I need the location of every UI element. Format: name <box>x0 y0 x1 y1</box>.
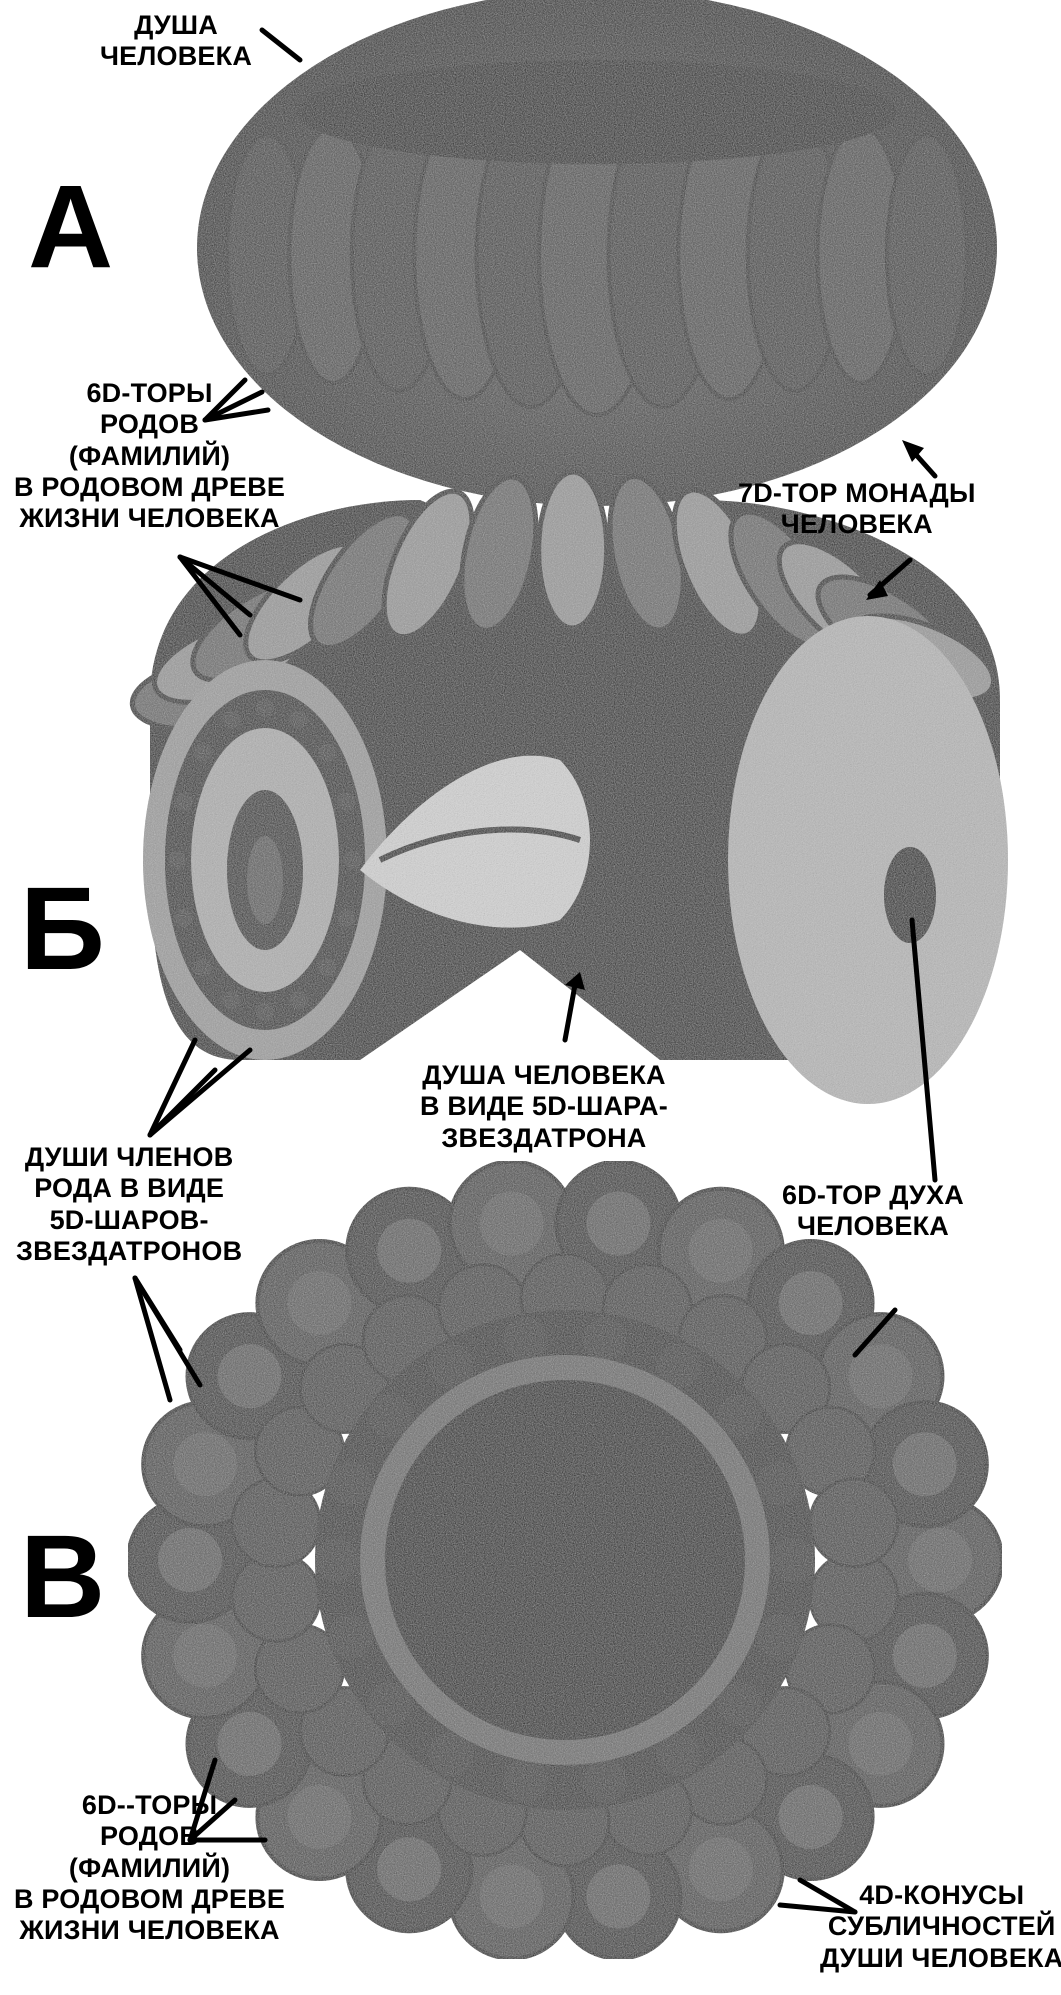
torus-v-petal-core <box>480 1865 544 1929</box>
label-6d-tor-dukha: 6D-ТОР ДУХА ЧЕЛОВЕКА <box>782 1180 964 1243</box>
torus-v-inner-cone <box>583 1317 627 1361</box>
torus-v-petal-core <box>287 1785 351 1849</box>
torus-v-petal-core <box>779 1785 843 1849</box>
torus-v-petal-core <box>218 1712 282 1776</box>
torus-v-petal-core <box>893 1432 957 1496</box>
torus-v-inner-cone <box>315 1538 359 1582</box>
torus-v-petal-core <box>377 1837 441 1901</box>
torus-v-inner-cone <box>757 1615 801 1659</box>
soul-bead <box>290 711 308 729</box>
torus-v-petal-core <box>480 1191 544 1255</box>
label-dusha-5d-shara: ДУША ЧЕЛОВЕКА В ВИДЕ 5D-ШАРА- ЗВЕЗДАТРОН… <box>420 1060 668 1154</box>
right-cross-section <box>728 616 1008 1104</box>
label-dushi-chlenov-roda: ДУШИ ЧЛЕНОВ РОДА В ВИДЕ 5D-ШАРОВ- ЗВЕЗДА… <box>16 1142 242 1267</box>
soul-bead <box>175 793 193 811</box>
torus-v-inner-cone <box>771 1538 815 1582</box>
torus-v-petal-core <box>586 1865 650 1929</box>
soul-bead <box>337 909 355 927</box>
section-letter-b: Б <box>20 870 105 988</box>
soul-bead <box>168 851 186 869</box>
torus-v-petal-core <box>218 1344 282 1408</box>
soul-bead <box>318 958 336 976</box>
soul-bead <box>344 851 362 869</box>
torus-v-inner-cone <box>329 1461 373 1505</box>
soul-bead <box>256 1003 274 1021</box>
torus-v-petal-core <box>908 1528 972 1592</box>
torus-v-inner-cone <box>583 1759 627 1803</box>
soul-bead <box>222 711 240 729</box>
torus-v-mid-cone <box>810 1479 898 1567</box>
soul-bead <box>194 744 212 762</box>
spirit-torus-core <box>884 847 936 943</box>
soul-bead <box>256 699 274 717</box>
torus-v-petal-core <box>689 1837 753 1901</box>
torus-v-petal-core <box>848 1712 912 1776</box>
torus-v-inner-cone <box>503 1759 547 1803</box>
section-letter-a: А <box>28 168 113 286</box>
soul-bead <box>337 793 355 811</box>
soul-bead <box>318 744 336 762</box>
torus-v-petal-core <box>779 1271 843 1335</box>
torus-v-petal-core <box>377 1219 441 1283</box>
torus-v-petal-core <box>173 1624 237 1688</box>
torus-a-lobe <box>887 135 967 375</box>
label-4d-konusy: 4D-КОНУСЫ СУБЛИЧНОСТЕЙ ДУШИ ЧЕЛОВЕКА <box>820 1880 1061 1974</box>
label-6d-tory-rodov-top: 6D-ТОРЫ РОДОВ (ФАМИЛИЙ) В РОДОВОМ ДРЕВЕ … <box>14 378 285 535</box>
torus-v-petal-core <box>158 1528 222 1592</box>
torus-b-segment <box>538 472 607 628</box>
label-6d-tory-rodov-bottom: 6D--ТОРЫ РОДОВ (ФАМИЛИЙ) В РОДОВОМ ДРЕВЕ… <box>14 1790 285 1947</box>
torus-v-petal-core <box>689 1219 753 1283</box>
label-7d-tor-monady: 7D-ТОР МОНАДЫ ЧЕЛОВЕКА <box>738 478 976 541</box>
figure-a-monad-torus <box>197 0 997 506</box>
torus-v-petal-core <box>586 1191 650 1255</box>
soul-bead <box>194 958 212 976</box>
torus-v-inner-cone <box>503 1317 547 1361</box>
section-letter-v: В <box>20 1518 105 1636</box>
torus-v-petal-core <box>287 1271 351 1335</box>
torus-v-petal-core <box>893 1624 957 1688</box>
label-dusha-cheloveka: ДУША ЧЕЛОВЕКА <box>100 10 252 73</box>
torus-v-inner-cone <box>329 1615 373 1659</box>
soul-bead <box>175 909 193 927</box>
soul-bead <box>222 991 240 1009</box>
soul-bead <box>290 991 308 1009</box>
figure-b-cut-torus <box>127 470 1008 1104</box>
torus-v-petal-core <box>173 1432 237 1496</box>
torus-v-inner-cone <box>757 1461 801 1505</box>
